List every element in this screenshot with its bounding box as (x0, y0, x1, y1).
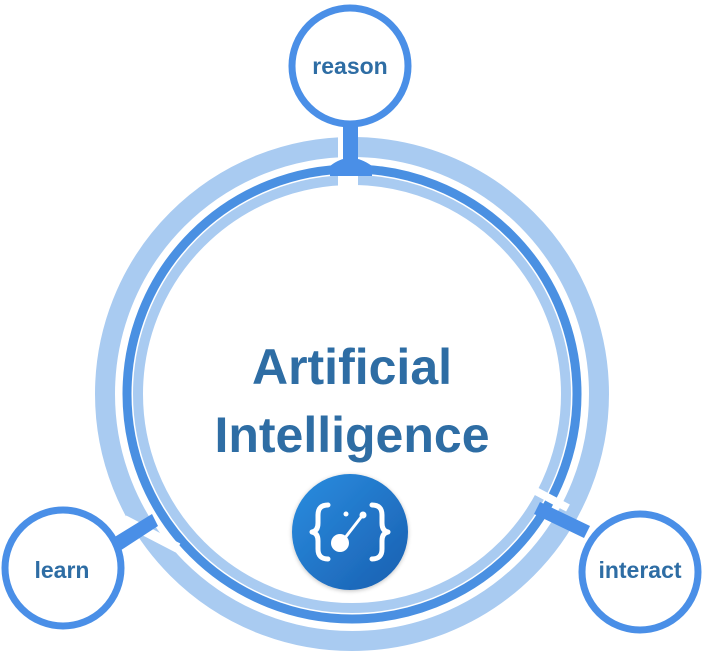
node-reason: reason (288, 4, 412, 128)
node-learn-label: learn (35, 557, 90, 583)
node-learn: learn (1, 506, 125, 630)
node-interact-label: interact (598, 557, 681, 583)
center-title-line2: Intelligence (214, 407, 489, 463)
connector-right (534, 502, 590, 538)
code-braces-node-icon (292, 474, 408, 590)
node-interact: interact (578, 510, 702, 634)
node-reason-label: reason (312, 53, 387, 79)
center-title-line1: Artificial (252, 339, 452, 395)
connector-top (330, 122, 372, 176)
